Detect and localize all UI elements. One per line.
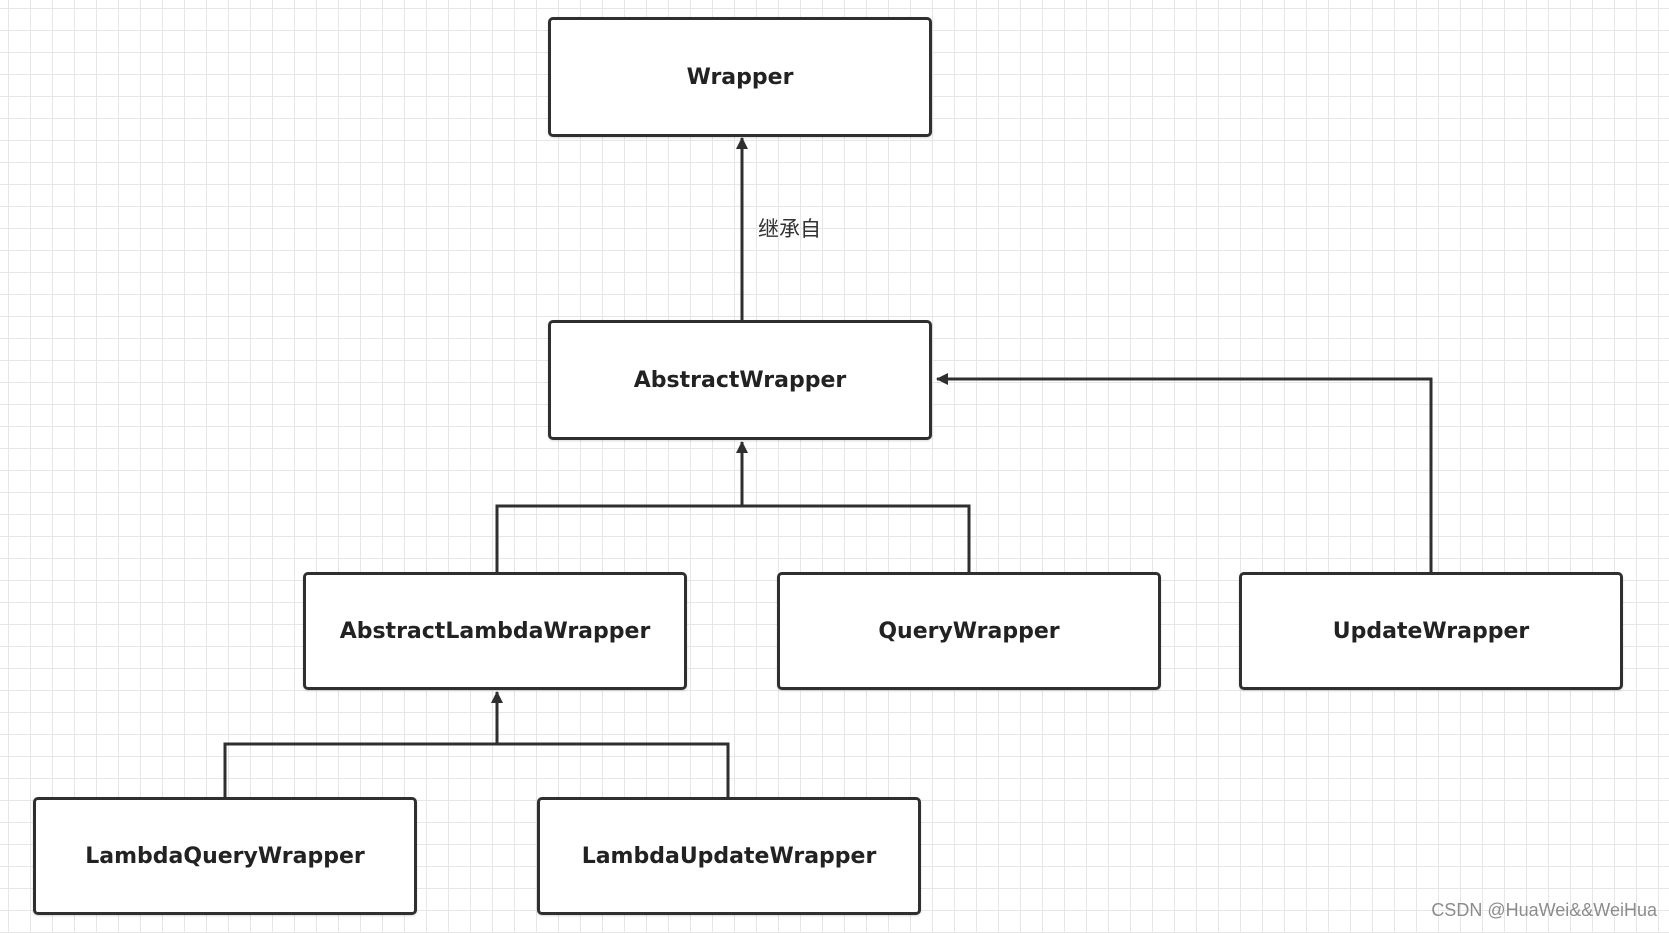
node-update-wrapper[interactable]: UpdateWrapper <box>1239 572 1623 690</box>
node-lambda-update-wrapper[interactable]: LambdaUpdateWrapper <box>537 797 921 915</box>
edge-query-wrapper-to-abstract-wrapper <box>742 504 971 572</box>
node-abstract-wrapper[interactable]: AbstractWrapper <box>548 320 932 440</box>
edge-lambda-update-wrapper-to-abstract-lambda-wrapper <box>497 742 730 797</box>
node-lambda-query-wrapper[interactable]: LambdaQueryWrapper <box>33 797 417 915</box>
edge-lambda-query-wrapper-to-abstract-lambda-wrapper <box>223 691 503 797</box>
node-wrapper[interactable]: Wrapper <box>548 17 932 137</box>
edge-abstract-lambda-wrapper-to-abstract-wrapper <box>495 441 748 572</box>
watermark: CSDN @HuaWei&&WeiHua <box>1431 900 1657 920</box>
node-update-wrapper-label: UpdateWrapper <box>1332 618 1530 644</box>
node-query-wrapper-label: QueryWrapper <box>878 618 1060 644</box>
node-lambda-query-wrapper-label: LambdaQueryWrapper <box>85 843 365 869</box>
node-abstract-wrapper-label: AbstractWrapper <box>633 367 847 393</box>
node-abstract-lambda-wrapper-label: AbstractLambdaWrapper <box>339 618 651 644</box>
edge-label-inherits-from: 继承自 <box>758 217 821 241</box>
node-abstract-lambda-wrapper[interactable]: AbstractLambdaWrapper <box>303 572 687 690</box>
node-query-wrapper[interactable]: QueryWrapper <box>777 572 1161 690</box>
node-wrapper-label: Wrapper <box>686 64 794 90</box>
node-lambda-update-wrapper-label: LambdaUpdateWrapper <box>581 843 877 869</box>
edge-update-wrapper-to-abstract-wrapper <box>936 373 1433 572</box>
